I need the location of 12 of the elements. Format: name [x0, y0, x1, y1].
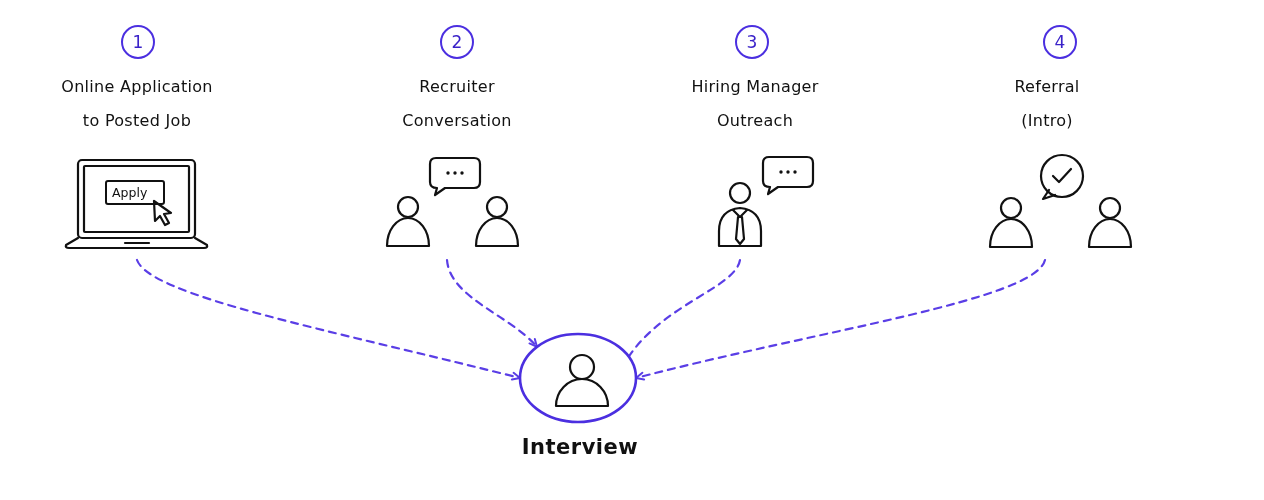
step-number-circle: 2 [440, 25, 474, 59]
step-number-circle: 1 [121, 25, 155, 59]
step-title: Referral (Intro) [1013, 76, 1081, 132]
apply-button: Apply [105, 180, 165, 205]
step-title: Online Application to Posted Job [60, 76, 214, 132]
step-number-circle: 4 [1043, 25, 1077, 59]
dashed-arrow [445, 258, 539, 348]
node-title: Interview [520, 434, 640, 461]
step-title: Hiring Manager Outreach [690, 76, 820, 132]
dashed-line [627, 258, 742, 358]
step-title: Recruiter Conversation [401, 76, 513, 132]
step-number-circle: 3 [735, 25, 769, 59]
